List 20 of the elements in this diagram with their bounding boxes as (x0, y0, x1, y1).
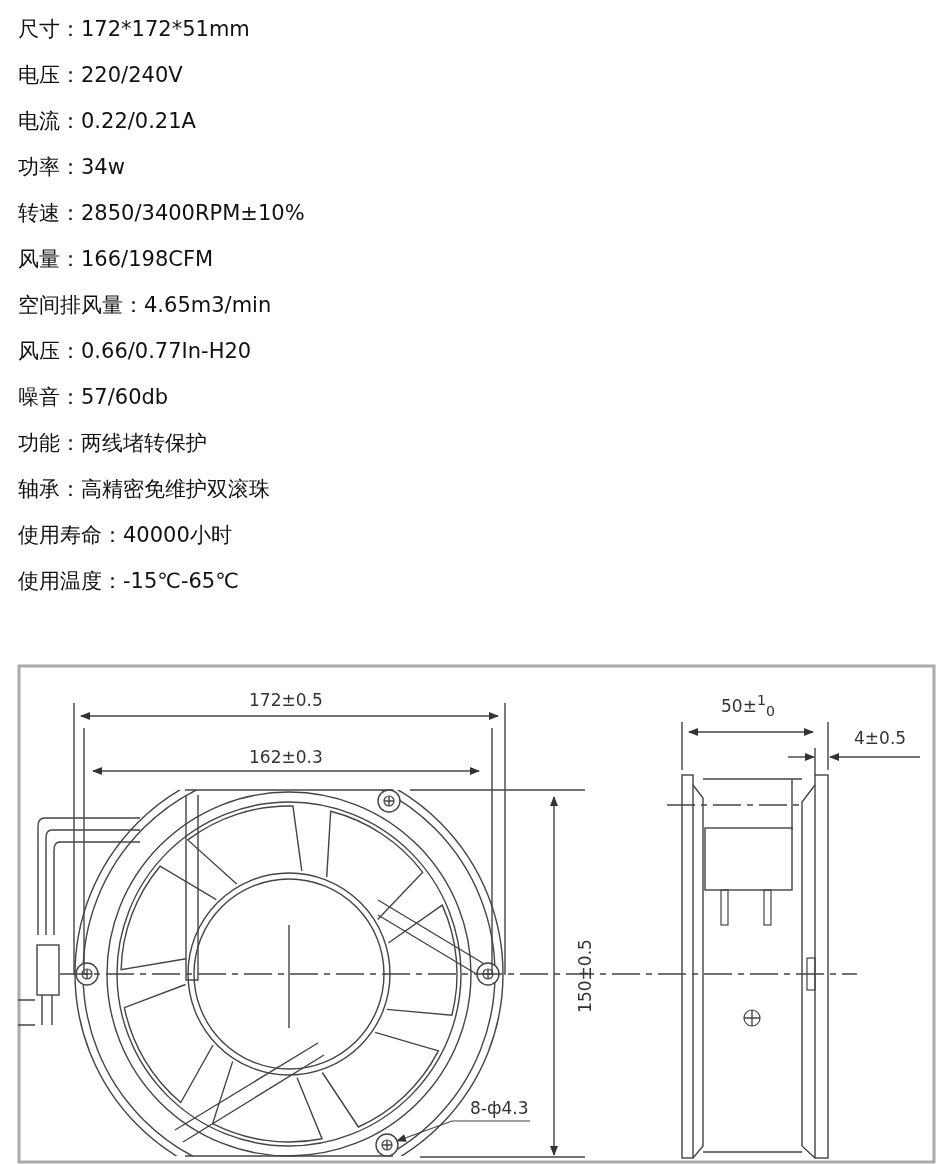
spec-text: 轴承：高精密免维护双滚珠 (18, 476, 270, 502)
leader-line (396, 1120, 531, 1142)
spec-text: 噪音：57/60db (18, 384, 169, 410)
spec-text: 功率：34w (18, 154, 125, 180)
dimension-text: 162±0.3 (249, 747, 323, 767)
spec-text: 空间排风量：4.65m3/min (18, 292, 272, 318)
spec-text: 功能：两线堵转保护 (18, 430, 207, 456)
spec-text: 使用寿命：40000小时 (18, 522, 232, 548)
dimension-text: 4±0.5 (854, 728, 907, 748)
spec-text: 转速：2850/3400RPM±10% (18, 200, 305, 226)
spec-text: 风量：166/198CFM (18, 246, 214, 272)
dimension-text: 150±0.5 (574, 939, 595, 1013)
leader-label: 8-ф4.3 (470, 1098, 529, 1118)
spec-text: 使用温度：-15℃-65℃ (18, 568, 239, 594)
spec-text: 电流：0.22/0.21A (18, 108, 196, 134)
spec-text: 尺寸：172*172*51mm (18, 16, 250, 42)
spec-text: 风压：0.66/0.77In-H20 (18, 338, 252, 364)
mounting-hole (375, 1133, 399, 1157)
spec-text: 电压：220/240V (18, 62, 183, 88)
dimension-text: 172±0.5 (249, 690, 323, 710)
